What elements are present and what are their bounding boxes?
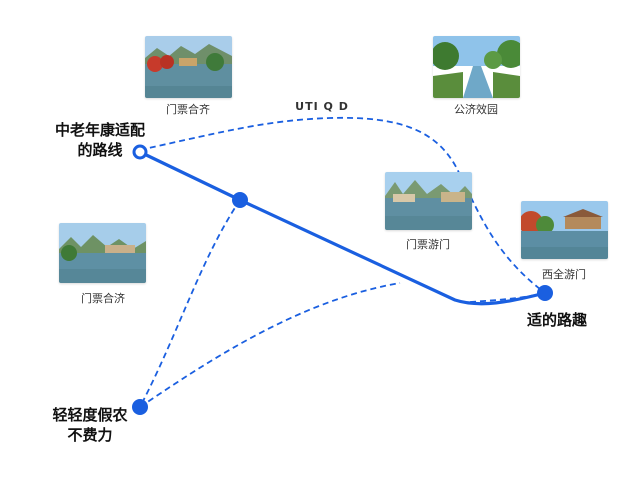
photo-river-trees[interactable] (433, 36, 520, 98)
photo-caption-1: 门票合齐 (166, 103, 210, 116)
photo-caption-2: 公济效园 (454, 103, 498, 116)
photo-caption-5: 门票合济 (81, 292, 125, 305)
dashed-route-bottom (139, 282, 401, 408)
dashed-route-right-short (469, 292, 546, 303)
route-label: UTI Q D (295, 100, 349, 113)
photo-lake-red-trees[interactable] (145, 36, 232, 98)
solid-route (139, 150, 546, 306)
node-mid[interactable] (232, 192, 248, 208)
bottom-node-label-line2: 不费力 (67, 426, 113, 444)
bottom-node-label: 轻轻度假农 不费力 (52, 405, 127, 445)
end-node-label: 适的路趣 (527, 310, 587, 330)
node-end[interactable] (537, 285, 553, 301)
photo-lake-village[interactable] (59, 223, 146, 283)
photo-river-pavilion[interactable] (521, 201, 608, 259)
end-node-label-line1: 适的路趣 (526, 311, 588, 329)
node-bottom[interactable] (132, 399, 148, 415)
photo-river-karst[interactable] (385, 172, 472, 230)
start-node-label-line2: 的路线 (77, 141, 123, 159)
photo-caption-4: 西全游门 (542, 268, 586, 281)
photo-caption-3: 门票游门 (406, 238, 450, 251)
start-node-label-line1: 中老年康适配 (54, 121, 146, 139)
start-node-label: 中老年康适配 的路线 (55, 120, 145, 160)
node-start[interactable] (132, 144, 148, 160)
bottom-node-label-line1: 轻轻度假农 (52, 406, 128, 424)
dashed-route-left (139, 199, 241, 408)
dashed-route-top (139, 116, 546, 294)
